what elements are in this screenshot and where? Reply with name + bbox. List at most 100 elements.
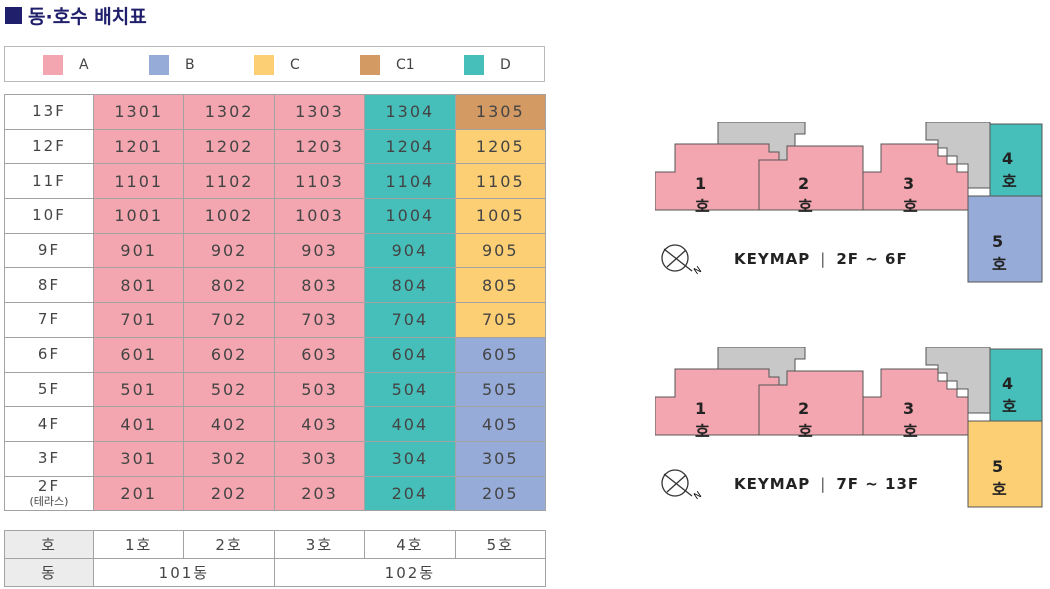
floor-label: 5F bbox=[4, 371, 94, 408]
floor-label-text: 10F bbox=[32, 206, 66, 225]
unit-cell: 1002 bbox=[183, 198, 275, 234]
unit-cell: 801 bbox=[92, 267, 185, 304]
floor-label-text: 3F bbox=[37, 449, 61, 468]
plan-unit-label: 3호 bbox=[903, 399, 918, 441]
floor-label-text: 5F bbox=[37, 379, 61, 398]
unit-cell: 605 bbox=[454, 336, 547, 373]
dong-row: 동 101동 102동 bbox=[4, 558, 547, 587]
legend-swatch bbox=[149, 55, 169, 75]
floor-label-text: 6F bbox=[37, 345, 61, 364]
keymap-plan bbox=[655, 347, 1043, 508]
unit-cell: 1004 bbox=[364, 198, 456, 234]
unit-cell: 703 bbox=[273, 302, 366, 338]
keymap-range: 7F ~ 13F bbox=[836, 475, 920, 493]
dong-cell: 102동 bbox=[273, 558, 547, 587]
floor-label-text: 2F bbox=[37, 477, 61, 496]
unit-cell: 902 bbox=[183, 232, 275, 269]
legend-label: C1 bbox=[396, 57, 415, 73]
keymap-divider: | bbox=[820, 475, 827, 493]
ho-cell: 4호 bbox=[364, 530, 456, 559]
unit-cell: 904 bbox=[364, 232, 456, 269]
plan-unit-2 bbox=[758, 370, 864, 436]
floor-label: 3F bbox=[4, 440, 94, 477]
unit-cell: 702 bbox=[183, 302, 275, 338]
dong-cell: 101동 bbox=[93, 558, 275, 587]
unit-cell: 1204 bbox=[364, 128, 456, 165]
legend-swatch bbox=[43, 55, 63, 75]
ho-row: 호 1호 2호 3호 4호 5호 bbox=[4, 530, 547, 559]
legend-item: C1 bbox=[360, 55, 415, 75]
page-title-text: 동·호수 배치표 bbox=[28, 5, 147, 28]
unit-cell: 1303 bbox=[273, 94, 366, 130]
unit-cell: 805 bbox=[454, 267, 547, 304]
unit-cell: 903 bbox=[273, 232, 366, 269]
keymap-label: KEYMAP bbox=[734, 250, 811, 268]
unit-cell: 501 bbox=[92, 371, 185, 408]
keymap-range: 2F ~ 6F bbox=[836, 250, 908, 268]
plan-unit-label: 2호 bbox=[798, 399, 813, 441]
plan-unit-label: 4호 bbox=[1002, 149, 1017, 191]
legend-swatch bbox=[254, 55, 274, 75]
unit-cell: 305 bbox=[454, 440, 547, 477]
ho-cell: 5호 bbox=[454, 530, 547, 559]
ho-cell: 3호 bbox=[273, 530, 366, 559]
unit-cell: 1202 bbox=[183, 128, 275, 165]
floor-label: 7F bbox=[4, 302, 94, 338]
legend-swatch bbox=[360, 55, 380, 75]
unit-cell: 601 bbox=[92, 336, 185, 373]
unit-cell: 1203 bbox=[273, 128, 366, 165]
unit-cell: 803 bbox=[273, 267, 366, 304]
unit-cell: 1301 bbox=[92, 94, 185, 130]
unit-cell: 402 bbox=[183, 406, 275, 442]
unit-cell: 205 bbox=[454, 475, 547, 512]
keymap-caption: KEYMAP | 7F ~ 13F bbox=[734, 475, 919, 493]
unit-cell: 202 bbox=[183, 475, 275, 512]
unit-cell: 301 bbox=[92, 440, 185, 477]
plan-unit-label: 5호 bbox=[992, 457, 1007, 499]
legend-item: B bbox=[149, 55, 195, 75]
floor-label: 11F bbox=[4, 163, 94, 200]
unit-cell: 1101 bbox=[92, 163, 185, 200]
floor-label-text: 8F bbox=[37, 275, 61, 294]
unit-cell: 603 bbox=[273, 336, 366, 373]
unit-cell: 503 bbox=[273, 371, 366, 408]
unit-cell: 404 bbox=[364, 406, 456, 442]
legend-label: D bbox=[500, 57, 511, 73]
keymap-label: KEYMAP bbox=[734, 475, 811, 493]
legend-label: B bbox=[185, 57, 195, 73]
plan-unit-label: 5호 bbox=[992, 232, 1007, 274]
floor-label-text: 4F bbox=[37, 414, 61, 433]
floor-label: 12F bbox=[4, 128, 94, 165]
unit-cell: 1102 bbox=[183, 163, 275, 200]
floor-label: 9F bbox=[4, 232, 94, 269]
unit-cell: 405 bbox=[454, 406, 547, 442]
unit-cell: 905 bbox=[454, 232, 547, 269]
keymap-plan bbox=[655, 122, 1043, 283]
dong-header: 동 bbox=[4, 558, 94, 587]
plan-unit-label: 2호 bbox=[798, 174, 813, 216]
plan-unit-label: 3호 bbox=[903, 174, 918, 216]
floor-label-text: 11F bbox=[32, 171, 66, 190]
unit-cell: 1003 bbox=[273, 198, 366, 234]
floor-label: 8F bbox=[4, 267, 94, 304]
floor-sublabel: (테라스) bbox=[29, 495, 69, 509]
page-title: 동·호수 배치표 bbox=[5, 2, 147, 28]
unit-cell: 901 bbox=[92, 232, 185, 269]
svg-text:N: N bbox=[692, 265, 703, 277]
legend-item: C bbox=[254, 55, 300, 75]
plan-unit-5 bbox=[967, 195, 1043, 283]
plan-unit-2 bbox=[758, 145, 864, 211]
floor-label: 13F bbox=[4, 94, 94, 130]
plan-unit-1 bbox=[655, 368, 780, 436]
title-square-icon bbox=[5, 6, 22, 24]
unit-cell: 604 bbox=[364, 336, 456, 373]
